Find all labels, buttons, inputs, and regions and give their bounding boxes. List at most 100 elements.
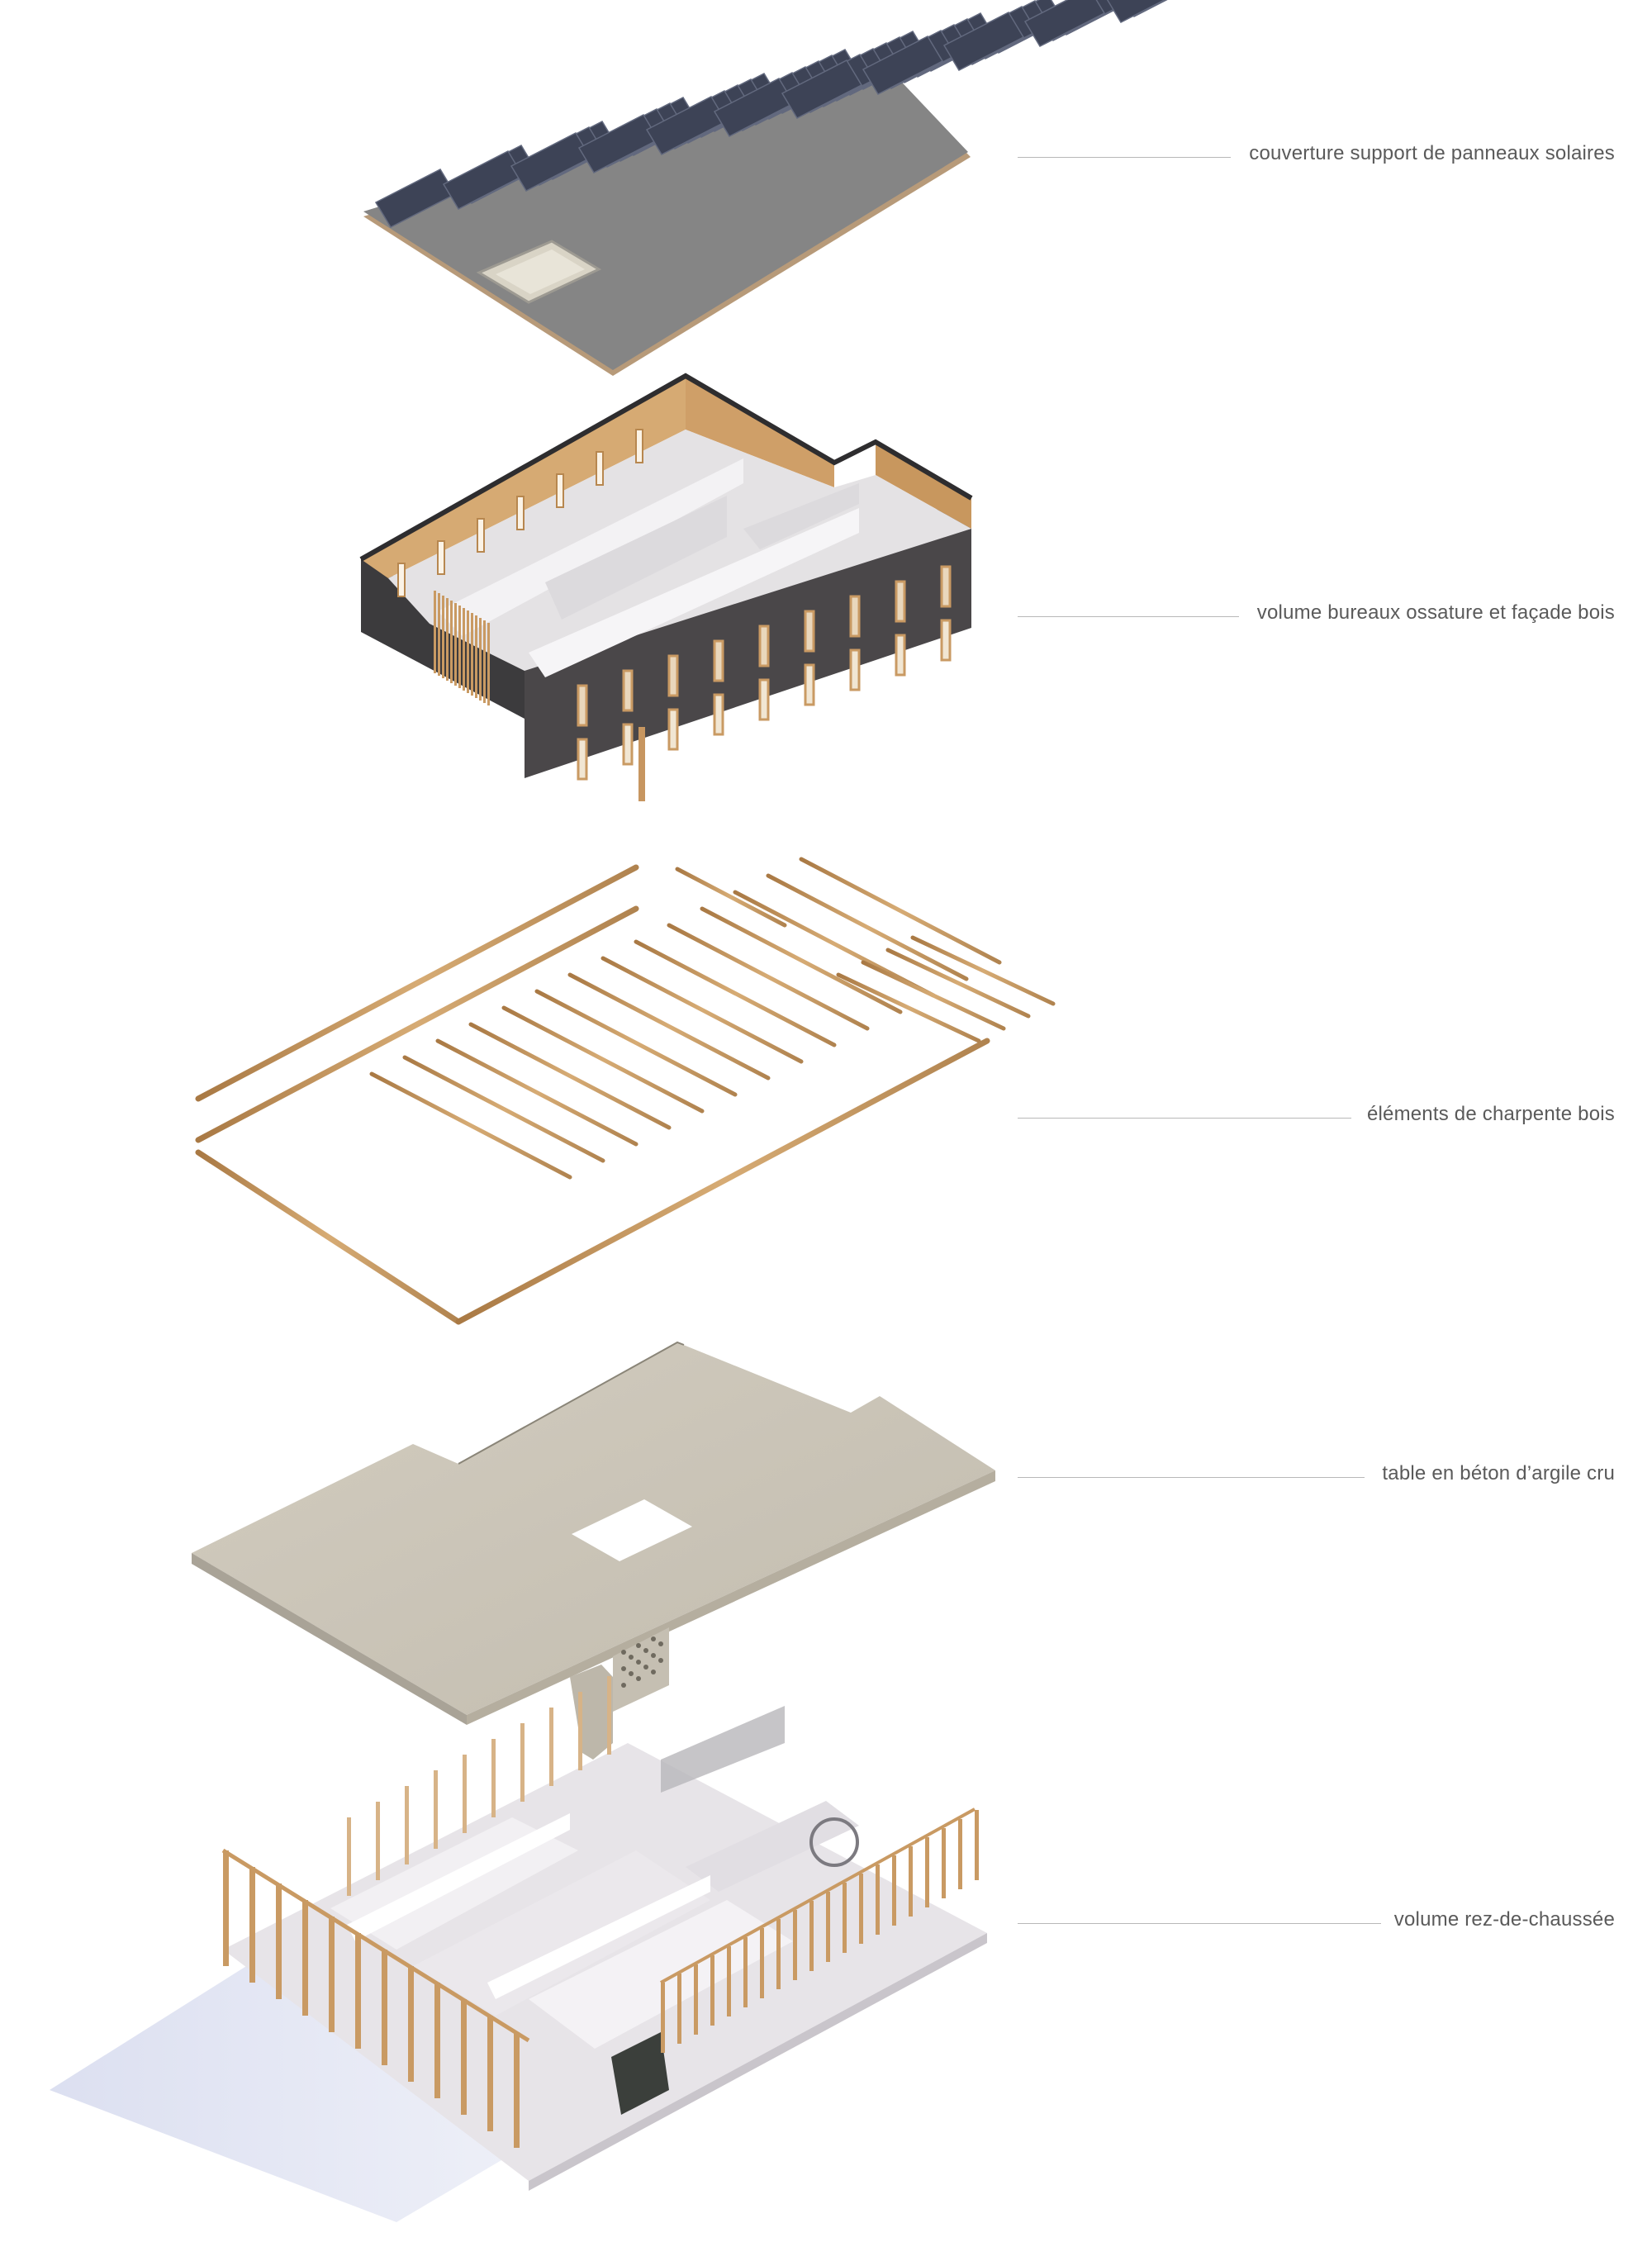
leader-line-slab — [1018, 1477, 1365, 1478]
ground-screen-post — [607, 1676, 611, 1755]
perforation-dot — [651, 1670, 656, 1674]
frame-joist — [885, 948, 1031, 1019]
screen-slat — [458, 606, 461, 688]
slab-column — [570, 1665, 613, 1760]
ground-screen-post — [809, 1901, 814, 1971]
ground-glass-canopy — [661, 1706, 785, 1793]
label-offices: volume bureaux ossature et façade bois — [1256, 601, 1615, 624]
screen-slat — [475, 615, 477, 698]
ground-screen-post — [942, 1828, 946, 1898]
ground-screen-post — [223, 1850, 229, 1966]
ground-screen-post — [743, 1937, 748, 2007]
frame-joist — [675, 867, 787, 928]
timber-frame-layer — [189, 836, 1056, 1415]
solar-panel — [942, 12, 1025, 71]
ground-screen-post — [661, 1983, 665, 2053]
office-window — [577, 684, 588, 727]
office-south-facade — [525, 498, 971, 778]
slab-edge-front — [192, 1553, 467, 1725]
perforation-dot — [651, 1636, 656, 1641]
corridor-wall-1 — [438, 458, 743, 636]
office-window — [895, 580, 906, 623]
leader-line-roof — [1018, 157, 1231, 158]
office-north-window — [635, 429, 643, 463]
ground-screen-post — [549, 1708, 553, 1786]
roof-layer — [363, 0, 1168, 376]
office-north-window — [437, 540, 445, 575]
office-rooms-block-2 — [743, 483, 859, 549]
office-window — [804, 663, 815, 706]
office-north-window-array — [397, 429, 643, 597]
slab-opening — [572, 1499, 692, 1561]
roof-opening-inner — [496, 249, 585, 294]
ground-screen-post — [727, 1946, 731, 2016]
ground-floor-layer — [50, 1676, 987, 2222]
ground-screen-post — [491, 1739, 496, 1817]
frame-joist — [402, 1055, 605, 1163]
office-window — [758, 625, 770, 667]
frame-joist — [601, 956, 804, 1064]
solar-panel-array — [374, 0, 1168, 228]
ground-screen-post — [793, 1910, 797, 1980]
frame-joist — [766, 873, 969, 981]
leader-line-frame — [1018, 1118, 1351, 1119]
ground-screen-post — [859, 1874, 863, 1944]
ground-screen-post — [958, 1819, 962, 1889]
ground-screen-post — [760, 1928, 764, 1998]
ground-core-dark — [611, 2032, 669, 2115]
office-window — [713, 639, 724, 682]
ground-screen-post — [355, 1933, 361, 2049]
ground-screen-post — [408, 1966, 414, 2082]
frame-ring-beam — [195, 864, 639, 1102]
ground-screen-post — [925, 1837, 929, 1907]
ground-screen-post — [826, 1892, 830, 1962]
ground-screen-post — [276, 1883, 282, 1999]
ground-screen-rail — [221, 1848, 530, 2043]
label-slab: table en béton d’argile cru — [1382, 1462, 1615, 1484]
ground-screen-post — [347, 1817, 351, 1896]
screen-slat — [446, 598, 449, 681]
screen-slat — [467, 610, 469, 693]
perforation-dot — [621, 1666, 626, 1671]
ground-screen-post — [434, 1983, 440, 2098]
frame-joist — [369, 1071, 572, 1180]
perforation-dot — [621, 1650, 626, 1655]
perforation-dot — [636, 1676, 641, 1681]
office-window-array — [577, 565, 952, 781]
perforation-dot — [621, 1683, 626, 1688]
ground-screen-post — [329, 1917, 335, 2032]
leader-line-ground — [1018, 1923, 1381, 1924]
screen-slat — [483, 620, 486, 703]
frame-joist — [435, 1038, 638, 1147]
solar-panel — [1106, 0, 1166, 23]
ground-screen-post — [578, 1692, 582, 1770]
ground-wood-screens — [221, 1676, 979, 2148]
ground-screen-post — [892, 1855, 896, 1926]
perforation-dot — [636, 1643, 641, 1648]
ground-screen-post — [487, 2016, 493, 2131]
screen-slat — [463, 608, 465, 691]
frame-joist — [667, 923, 870, 1031]
frame-joist — [799, 857, 1002, 965]
office-window — [940, 619, 952, 662]
frame-joist — [534, 989, 738, 1097]
ground-screen-post — [694, 1964, 698, 2035]
ground-screen-post — [975, 1810, 979, 1880]
office-window — [667, 654, 679, 697]
frame-ring-beam — [195, 905, 639, 1143]
office-north-window — [397, 563, 406, 597]
screen-slat — [442, 596, 444, 678]
label-roof: couverture support de panneaux solaires — [1249, 142, 1615, 164]
slab-edge-right — [467, 1470, 995, 1725]
ground-screen-post — [461, 1999, 467, 2115]
frame-joist — [910, 935, 1056, 1006]
ground-screen-post — [463, 1755, 467, 1833]
screen-slat — [471, 613, 473, 696]
ground-screen-post — [434, 1770, 438, 1849]
ground-screen-post — [514, 2032, 520, 2148]
ground-screen-rail — [660, 1807, 976, 1984]
corridor-wall-2 — [529, 508, 859, 677]
ground-screen-post — [302, 1900, 308, 2016]
ground-screen-post — [520, 1723, 525, 1802]
office-corner-post — [638, 727, 645, 801]
